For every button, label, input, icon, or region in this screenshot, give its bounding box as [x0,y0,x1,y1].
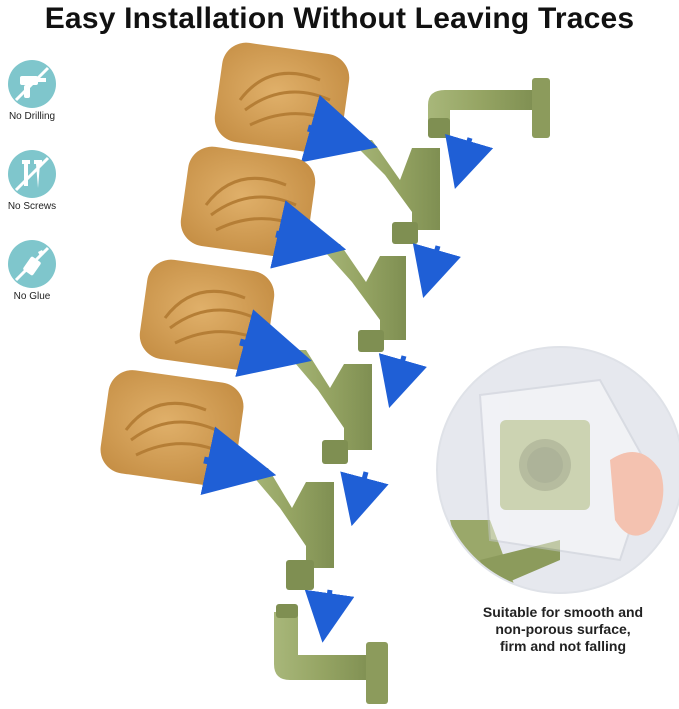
no-drill-icon [8,60,56,108]
no-glue-icon [8,240,56,288]
top-elbow-piece [428,78,550,138]
feature-no-drilling: No Drilling [2,60,62,122]
fan-unit-4 [100,370,389,590]
fan-unit-2 [180,146,461,352]
surface-caption: Suitable for smooth and non-porous surfa… [448,604,678,655]
adhesive-pad-inset [436,346,679,594]
caption-line: non-porous surface, [495,621,631,637]
feature-no-glue: No Glue [2,240,62,302]
feature-label: No Screws [7,201,57,212]
page-title: Easy Installation Without Leaving Traces [44,2,635,35]
no-screw-icon [8,150,56,198]
fan-unit-3 [139,259,427,464]
feature-label: No Drilling [8,111,56,122]
bottom-elbow-piece [274,589,388,704]
caption-line: firm and not falling [500,638,626,654]
feature-no-screws: No Screws [2,150,62,212]
fan-unit-1 [214,42,494,244]
feature-label: No Glue [13,291,51,302]
caption-line: Suitable for smooth and [482,604,644,620]
